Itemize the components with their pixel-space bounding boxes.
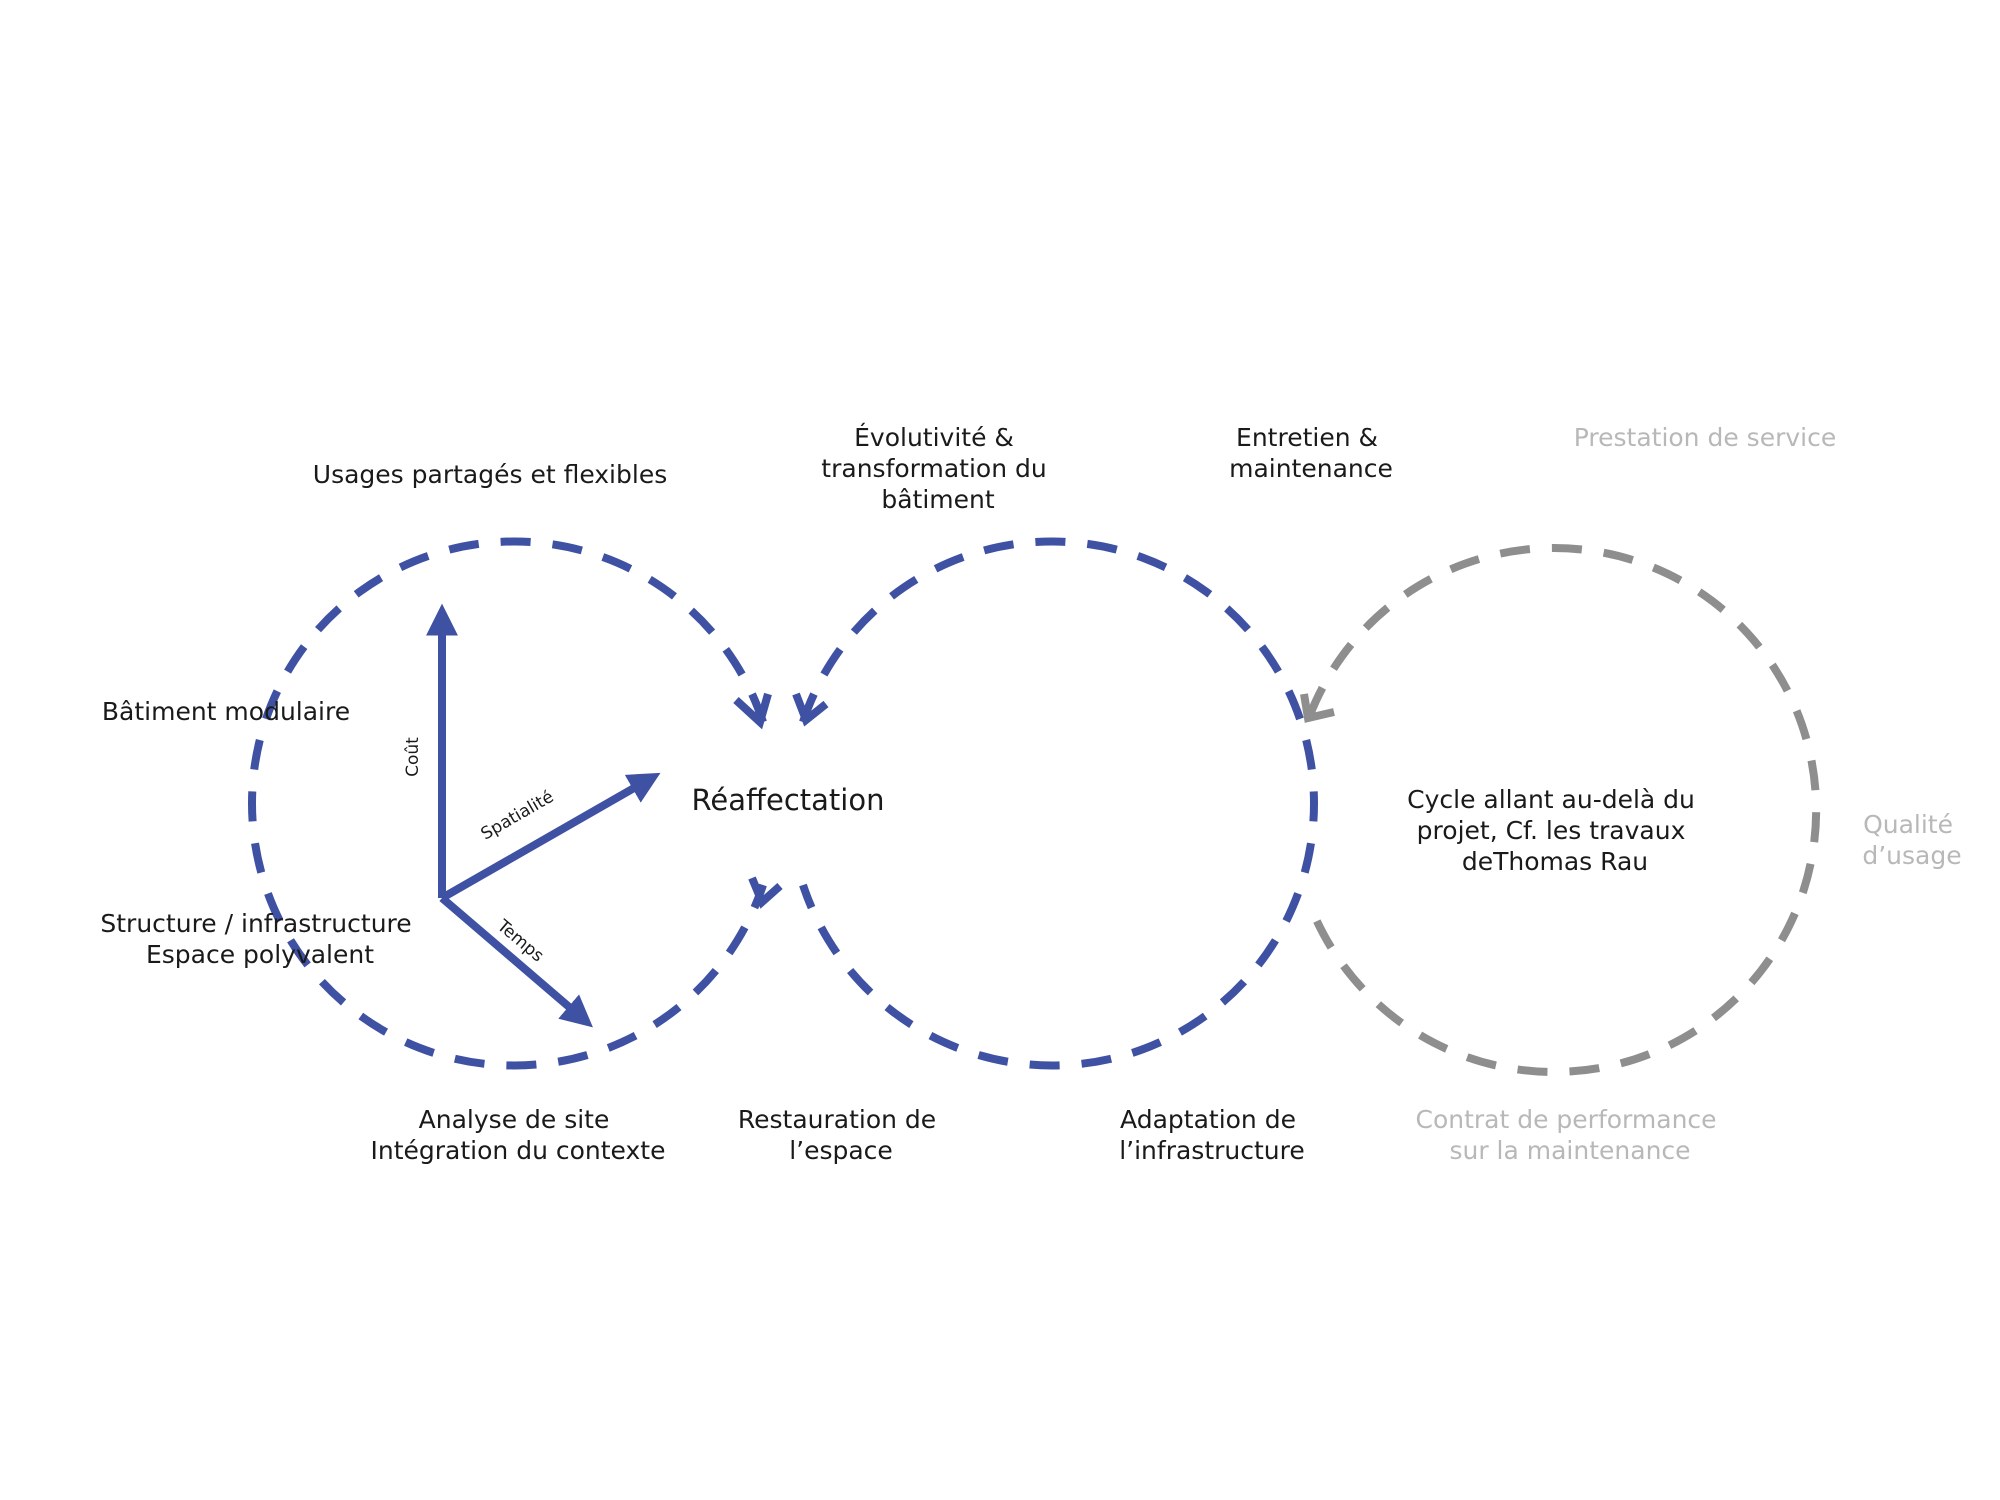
middle-top-right-line-1: Entretien & [1236, 423, 1378, 452]
middle-bottom-left-line-1: Restauration de [738, 1105, 936, 1134]
center-label: Réaffectation [692, 783, 885, 817]
right-loop-arrowhead [1300, 693, 1335, 723]
right-side-line-2: d’usage [1862, 841, 1961, 870]
spatialite-axis-arrow [440, 772, 661, 902]
right-center-label: Cycle allant au-delà du projet, Cf. les … [1407, 785, 1703, 876]
left-bottom-line-2: Intégration du contexte [371, 1136, 666, 1165]
middle-bottom-right-line-1: Adaptation de [1120, 1105, 1296, 1134]
middle-bottom-left-line-2: l’espace [789, 1136, 893, 1165]
right-center-line-1: Cycle allant au-delà du [1407, 785, 1695, 814]
middle-bottom-right-line-2: l’infrastructure [1119, 1136, 1305, 1165]
temps-axis-label: Temps [492, 915, 547, 966]
right-bottom-line-2: sur la maintenance [1449, 1136, 1690, 1165]
middle-bottom-left-label: Restauration de l’espace [738, 1105, 944, 1165]
middle-top-left-line-1: Évolutivité & [854, 423, 1014, 452]
right-center-line-2: projet, Cf. les travaux [1417, 816, 1686, 845]
right-bottom-line-1: Contrat de performance [1415, 1105, 1716, 1134]
left-bottom-line-1: Analyse de site [419, 1105, 610, 1134]
middle-bottom-right-label: Adaptation de l’infrastructure [1119, 1105, 1305, 1165]
middle-top-right-label: Entretien & maintenance [1229, 423, 1393, 483]
middle-top-left-line-3: bâtiment [881, 485, 995, 514]
right-side-line-1: Qualité [1863, 810, 1953, 839]
middle-top-left-line-2: transformation du [821, 454, 1046, 483]
middle-loop-arc [799, 537, 1319, 1070]
left-lower-left-line-2: Espace polyvalent [146, 940, 374, 969]
left-loop-arc [247, 537, 767, 1070]
left-loop-arrowhead-top [733, 692, 772, 730]
left-loop-arrowhead-bottom [748, 876, 783, 909]
left-lower-left-line-1: Structure / infrastructure [100, 909, 411, 938]
left-lower-left-label: Structure / infrastructure Espace polyva… [100, 909, 419, 969]
right-center-line-3: deThomas Rau [1462, 847, 1648, 876]
left-bottom-label: Analyse de site Intégration du contexte [371, 1105, 666, 1165]
right-loop-arc [1306, 544, 1821, 1076]
right-bottom-label: Contrat de performance sur la maintenanc… [1415, 1105, 1724, 1165]
right-side-label: Qualité d’usage [1862, 810, 1961, 870]
left-upper-left-label: Bâtiment modulaire [102, 697, 350, 726]
right-top-label: Prestation de service [1574, 423, 1836, 452]
temps-axis-arrow [439, 894, 593, 1028]
middle-top-right-line-2: maintenance [1229, 454, 1393, 483]
middle-top-left-label: Évolutivité & transformation du bâtiment [821, 423, 1054, 514]
middle-loop-arrowhead [792, 692, 829, 727]
cout-axis-label: Coût [403, 737, 423, 777]
left-top-label: Usages partagés et flexibles [313, 460, 667, 489]
